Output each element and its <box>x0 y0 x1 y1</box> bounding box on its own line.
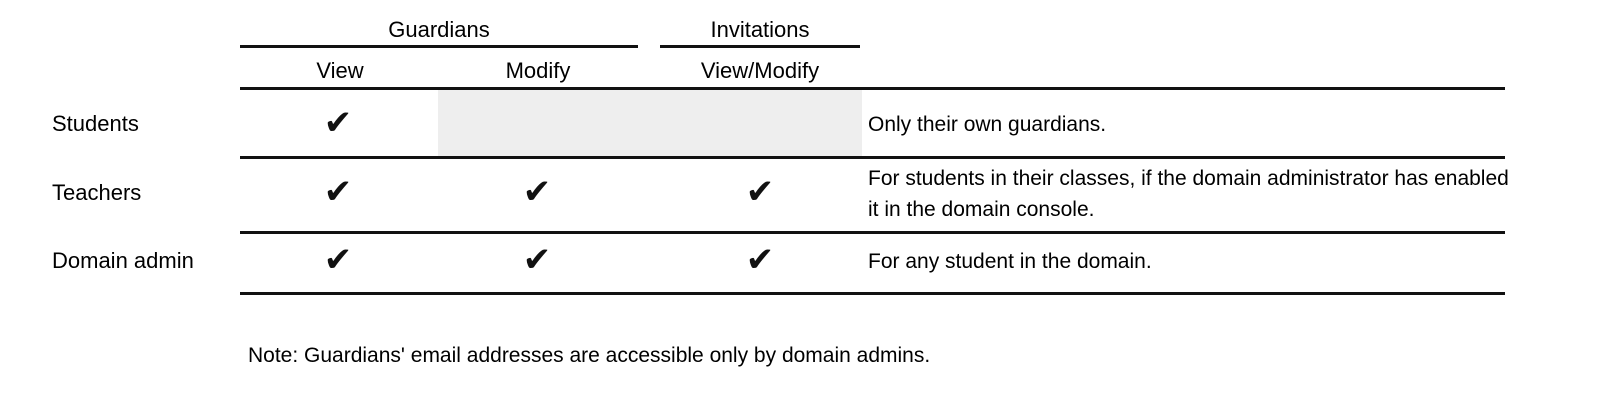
footnote-note: Note: Guardians' email addresses are acc… <box>248 344 931 367</box>
group-rule-guardians <box>240 45 638 48</box>
check-icon-domain-admin-invitations: ✔ <box>745 240 775 280</box>
check-icon-domain-admin-modify: ✔ <box>522 240 552 280</box>
row-rule-after-teachers <box>240 231 1505 234</box>
row-label-domain-admin: Domain admin <box>52 248 194 273</box>
check-icon-teachers-view: ✔ <box>323 172 353 212</box>
row-label-students: Students <box>52 111 139 136</box>
row-description-students: Only their own guardians. <box>868 113 1107 136</box>
column-header-modify: Modify <box>505 58 571 83</box>
check-icon-teachers-modify: ✔ <box>522 172 552 212</box>
check-icon-students-view: ✔ <box>323 103 353 143</box>
row-label-teachers: Teachers <box>52 180 142 205</box>
group-header-guardians: Guardians <box>388 17 490 42</box>
check-icon-domain-admin-view: ✔ <box>323 240 353 280</box>
table-bottom-rule <box>240 292 1505 295</box>
row-description-teachers: For students in their classes, if the do… <box>868 167 1509 221</box>
column-header-view-modify: View/Modify <box>700 58 820 83</box>
table-top-rule <box>240 87 1505 90</box>
group-rule-invitations <box>660 45 860 48</box>
blocked-cell-students <box>438 90 862 156</box>
check-icon-teachers-invitations: ✔ <box>745 172 775 212</box>
column-header-view: View <box>316 58 364 83</box>
row-rule-after-students <box>240 156 1505 159</box>
row-description-domain-admin: For any student in the domain. <box>868 250 1152 273</box>
group-header-invitations: Invitations <box>710 17 810 42</box>
